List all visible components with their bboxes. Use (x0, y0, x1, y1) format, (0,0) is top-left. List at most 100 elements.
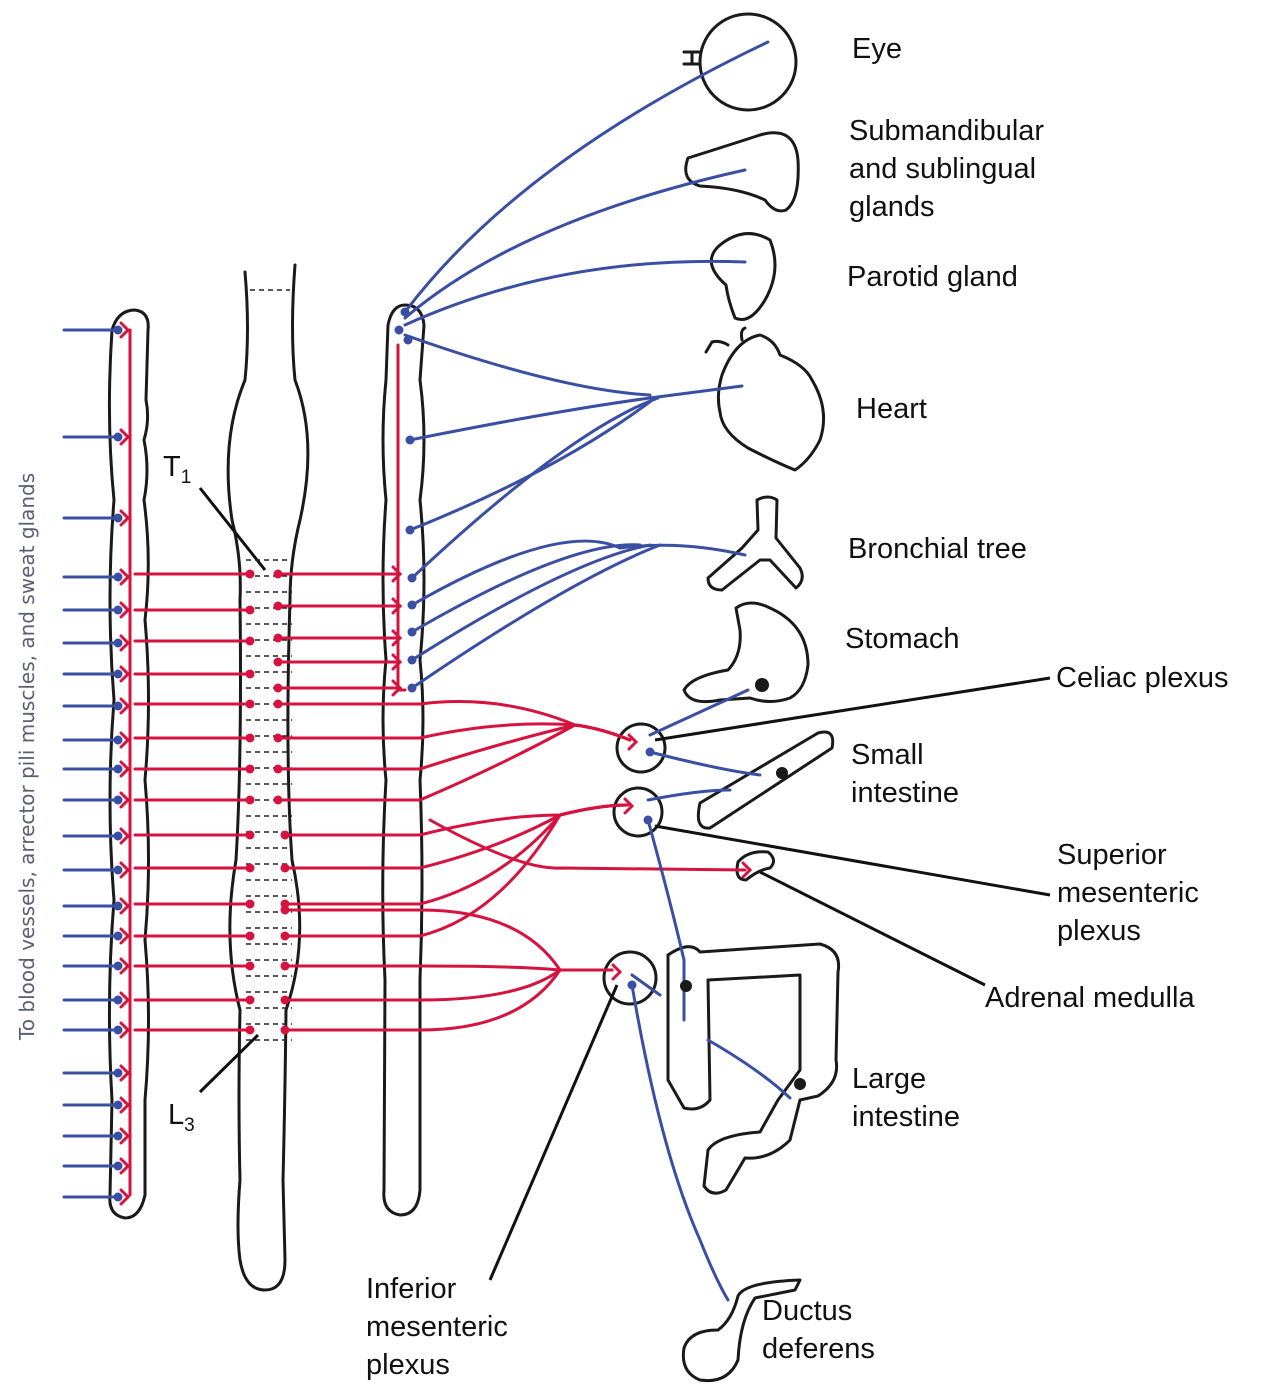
lateral-horn-neuron (246, 831, 255, 840)
fiber-to-parotid (405, 261, 745, 325)
fiber-to-bronchi-3 (412, 545, 650, 660)
thoracic-ganglion-neuron (408, 628, 417, 637)
lateral-horn-neuron (274, 570, 283, 579)
bronchial-label: Bronchial tree (848, 533, 1027, 565)
thoracic-ganglion-neuron (408, 574, 417, 583)
fiber-to-heart-1 (405, 335, 650, 395)
lateral-horn-neuron (246, 1026, 255, 1035)
lesser-splanchnic-fiber (420, 805, 628, 868)
left-chain-neuron (114, 606, 123, 615)
lateral-horn-neuron (246, 670, 255, 679)
left-chain-neuron (114, 326, 123, 335)
colon-enteric-neuron-2 (794, 1078, 806, 1090)
lesser-splanchnic-fiber (420, 805, 628, 904)
cervical-ganglion-neuron (404, 336, 413, 345)
celiac-neuron (646, 748, 655, 757)
synapse-fork (613, 965, 620, 979)
left-chain-neuron (114, 1193, 123, 1202)
lateral-horn-neuron (274, 700, 283, 709)
large-intestine-label: Large intestine (852, 1063, 960, 1133)
left-chain-neuron (114, 1069, 123, 1078)
cervical-ganglion-neuron (395, 326, 404, 335)
preganglionic-fibers (121, 323, 750, 1204)
left-chain-neuron (114, 932, 123, 941)
ductus-label: Ductus deferens (762, 1295, 875, 1365)
fiber-to-bronchi-4 (412, 545, 660, 688)
left-chain-neuron (114, 433, 123, 442)
stomach-label: Stomach (845, 623, 959, 655)
lateral-horn-neuron (246, 996, 255, 1005)
fiber-to-large-intestine-2 (708, 1040, 790, 1098)
lateral-horn-neuron (281, 906, 290, 915)
submandibular-label: Submandibular and sublingual glands (849, 115, 1052, 223)
left-chain-neuron (114, 639, 123, 648)
left-chain-neuron (114, 514, 123, 523)
left-chain-neuron (114, 573, 123, 582)
lateral-horn-neuron (274, 602, 283, 611)
small-intestine-label: Small intestine (851, 739, 959, 809)
inferior-mesenteric-label: Inferior mesenteric plexus (366, 1273, 516, 1381)
lateral-horn-neuron (281, 962, 290, 971)
fiber-to-bronchi-1 (412, 541, 745, 605)
inferior-mesenteric-neuron (628, 981, 637, 990)
lateral-horn-neuron (274, 658, 283, 667)
lateral-horn-neuron (246, 637, 255, 646)
colon-enteric-neuron-1 (680, 980, 692, 992)
left-chain-neuron (114, 736, 123, 745)
intestine-enteric-neuron (776, 767, 788, 779)
lateral-horn-neuron (281, 831, 290, 840)
spinal-cord (228, 265, 308, 1290)
heart-organ (706, 328, 824, 470)
fiber-to-submandibular (405, 170, 745, 318)
lateral-horn-neuron (246, 932, 255, 941)
parotid-label: Parotid gland (847, 261, 1018, 293)
thoracic-ganglion-neuron (406, 526, 415, 535)
lateral-horn-neuron (274, 734, 283, 743)
thoracic-ganglion-neuron (408, 656, 417, 665)
left-chain-neuron (114, 1026, 123, 1035)
stomach-enteric-neuron (755, 678, 769, 692)
left-chain-neuron (114, 962, 123, 971)
lateral-horn-neuron (246, 700, 255, 709)
celiac-label: Celiac plexus (1056, 662, 1228, 694)
lumbar-splanchnic-fiber (420, 970, 612, 1000)
small-intestine-organ (698, 732, 832, 828)
left-chain-neuron (114, 866, 123, 875)
left-chain-neuron (114, 1101, 123, 1110)
left-chain-neuron (114, 902, 123, 911)
cervical-ganglion-neuron (401, 308, 410, 317)
superior-mesenteric-ganglion (614, 788, 662, 836)
left-chain-neuron (114, 796, 123, 805)
eye-organ (684, 14, 796, 110)
lateral-horn-neuron (246, 796, 255, 805)
lateral-horn-neuron (246, 962, 255, 971)
thoracic-ganglion-neuron (406, 436, 415, 445)
left-chain-neuron (114, 765, 123, 774)
lateral-horn-neuron (246, 765, 255, 774)
lateral-horn-neuron (281, 1026, 290, 1035)
adrenal-label: Adrenal medulla (985, 982, 1195, 1014)
lateral-horn-neuron (281, 932, 290, 941)
lateral-horn-neuron (274, 765, 283, 774)
lateral-horn-neuron (274, 634, 283, 643)
right-sympathetic-chain (383, 305, 424, 1215)
left-chain-neuron (114, 996, 123, 1005)
neuron-cell-bodies (114, 308, 807, 1202)
thoracic-ganglion-neuron (408, 601, 417, 610)
eye-label: Eye (852, 33, 902, 65)
lateral-horn-neuron (246, 606, 255, 615)
lateral-horn-neuron (281, 864, 290, 873)
left-chain-neuron (114, 702, 123, 711)
side-target-label: To blood vessels, arrector pili muscles,… (15, 473, 39, 1041)
fiber-to-adrenal (430, 820, 745, 870)
lumbar-splanchnic-fiber (420, 910, 612, 970)
bronchial-tree-organ (708, 497, 802, 590)
stomach-organ (684, 603, 808, 702)
lateral-horn-neuron (246, 864, 255, 873)
lateral-horn-neuron (281, 996, 290, 1005)
thoracic-ganglion-neuron (408, 684, 417, 693)
lateral-horn-neuron (274, 684, 283, 693)
left-chain-neuron (114, 670, 123, 679)
t1-marker: T1 (163, 451, 191, 488)
